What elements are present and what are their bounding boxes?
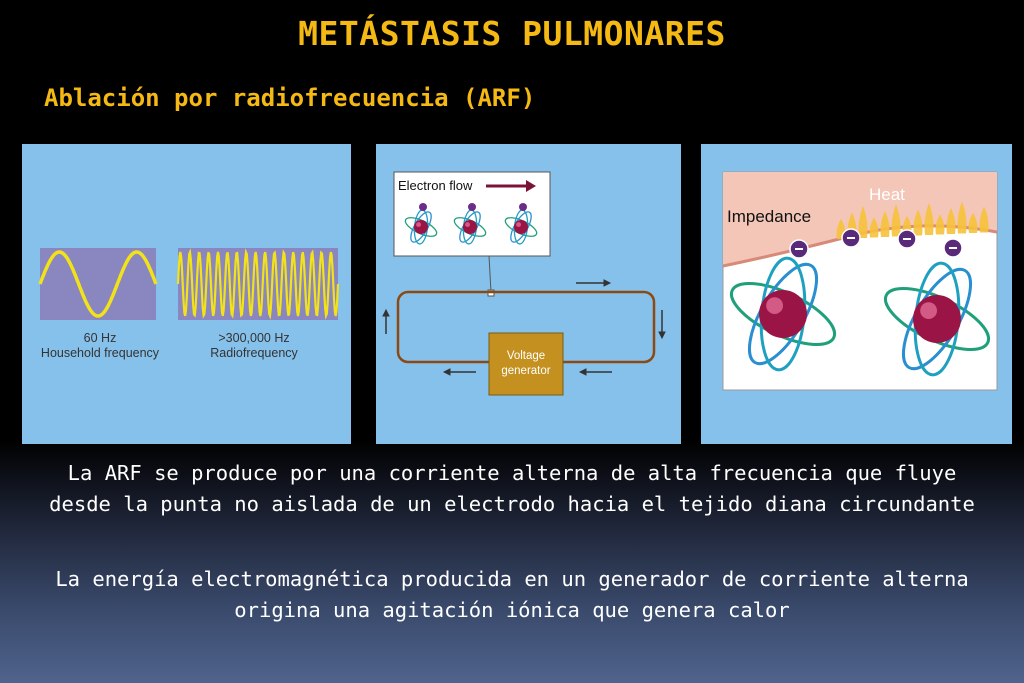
high-frequency-label: >300,000 Hz xyxy=(218,331,289,345)
electron-icon xyxy=(789,239,809,259)
voltage-generator-label-1: Voltage xyxy=(507,350,545,362)
voltage-generator-label-2: generator xyxy=(501,365,550,377)
impedance-label: Impedance xyxy=(727,207,811,226)
slide-title: METÁSTASIS PULMONARES xyxy=(298,14,726,53)
electron-icon xyxy=(841,228,861,248)
low-frequency-label: 60 Hz xyxy=(84,331,117,345)
low-frequency-wave-box xyxy=(40,248,156,320)
voltage-generator-box xyxy=(488,332,564,396)
electron-icon xyxy=(468,203,476,211)
electron-icon xyxy=(419,203,427,211)
electron-flow-circuit-figure: Electron flow Voltage generator xyxy=(376,144,681,444)
atom-icon xyxy=(729,256,837,372)
description-paragraph-2: La energía electromagnética producida en… xyxy=(55,567,969,622)
low-frequency-caption: Household frequency xyxy=(41,346,160,360)
electron-flow-label: Electron flow xyxy=(398,178,473,193)
electron-icon xyxy=(519,203,527,211)
electron-icon xyxy=(943,238,963,258)
electron-icon xyxy=(897,229,917,249)
current-direction-arrow-icons xyxy=(382,279,666,376)
impedance-heat-figure: Heat Impedance xyxy=(701,144,1012,444)
atom-icon xyxy=(404,209,438,245)
low-frequency-wave-icon xyxy=(38,250,158,318)
description-paragraph-1: La ARF se produce por una corriente alte… xyxy=(49,461,975,516)
frequency-comparison-figure: 60 Hz Household frequency >300,000 Hz Ra… xyxy=(22,144,351,444)
high-frequency-caption: Radiofrequency xyxy=(210,346,298,360)
slide-subtitle: Ablación por radiofrecuencia (ARF) xyxy=(44,84,536,112)
high-frequency-wave-icon xyxy=(176,248,340,320)
heat-label: Heat xyxy=(869,185,905,204)
atom-icon xyxy=(883,261,991,377)
